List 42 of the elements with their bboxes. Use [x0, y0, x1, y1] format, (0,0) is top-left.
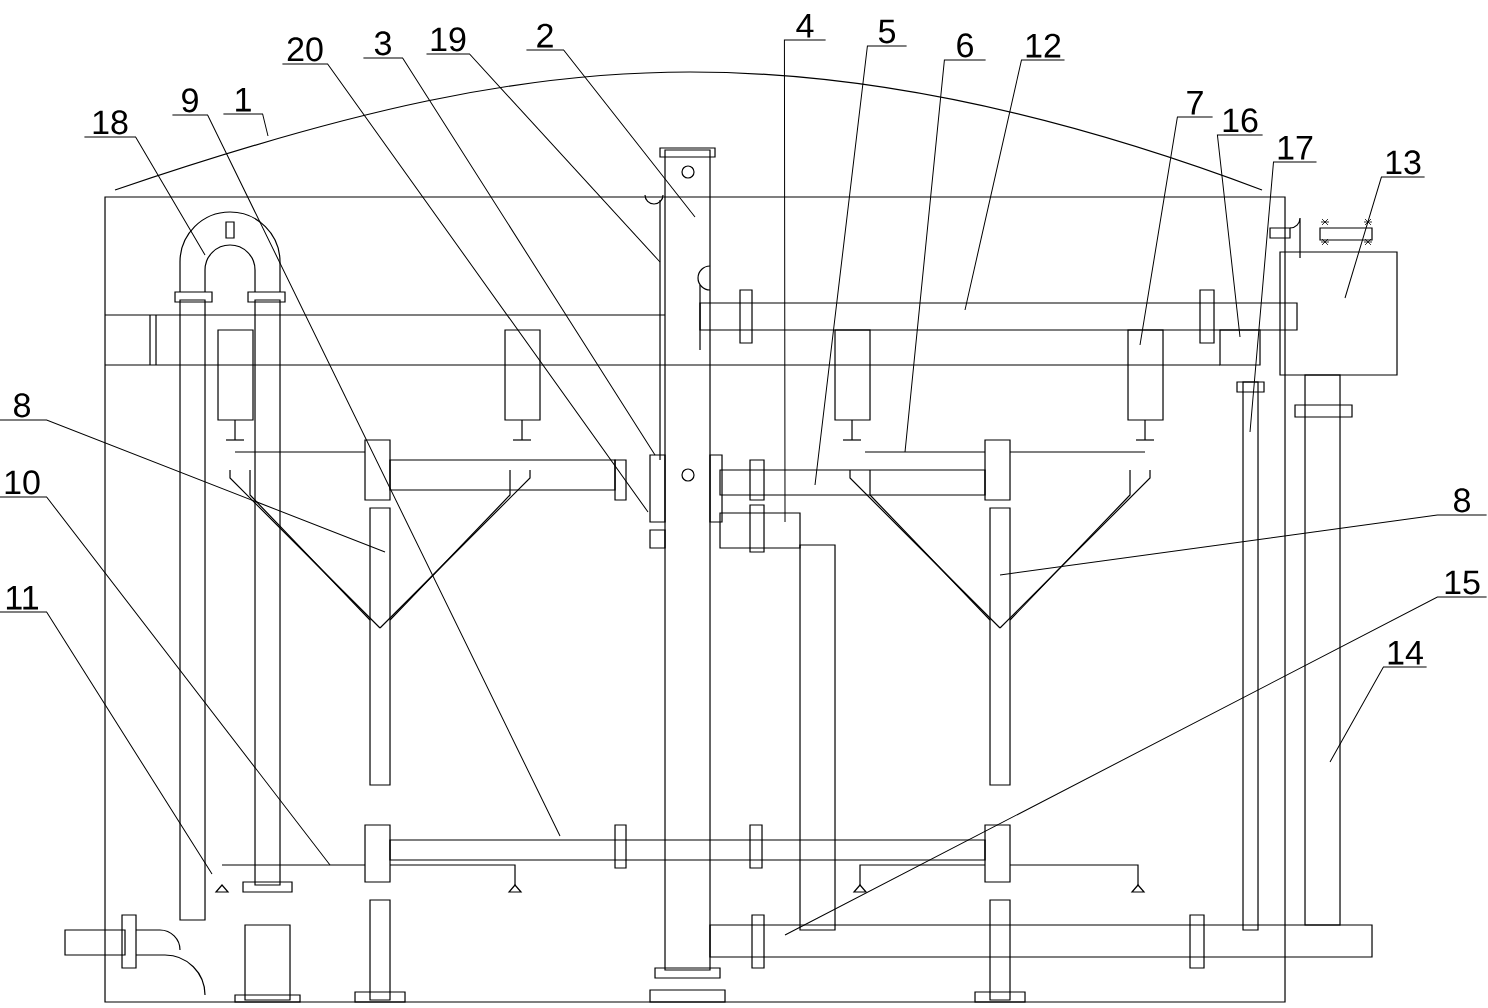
leader-line — [1329, 666, 1428, 763]
leader-line — [222, 113, 269, 137]
callout-number: 1 — [236, 88, 251, 112]
leader-line — [525, 49, 696, 218]
leader-line — [1216, 134, 1264, 338]
callout-number: 18 — [93, 110, 128, 135]
leader-line — [904, 59, 987, 453]
callout-number: 8 — [1454, 488, 1470, 513]
callout-number: 8 — [14, 393, 30, 418]
leader-line — [171, 114, 561, 837]
leader-line — [0, 419, 386, 553]
callout-number: 4 — [796, 14, 814, 38]
leader-line — [281, 63, 649, 513]
callout-number: 13 — [1386, 150, 1421, 175]
callout-number: 6 — [957, 33, 973, 58]
callout-number: 20 — [287, 37, 323, 62]
callout-number: 7 — [1187, 91, 1203, 115]
callout-number: 5 — [878, 19, 896, 44]
callout-number: 17 — [1278, 136, 1313, 160]
callout-number: 10 — [5, 470, 40, 495]
leader-line — [814, 45, 908, 486]
callout-number: 16 — [1223, 108, 1258, 133]
callout-number: 14 — [1388, 641, 1423, 665]
leader-line — [426, 53, 661, 263]
leader-line — [784, 596, 1488, 936]
leader-line — [964, 59, 1065, 311]
leader-line — [1249, 161, 1317, 433]
callout-number: 15 — [1445, 570, 1480, 595]
callout-number: 11 — [6, 586, 38, 610]
leader-line — [0, 496, 331, 866]
leader-line — [999, 514, 1488, 576]
callout-number: 9 — [182, 88, 198, 113]
leader-line — [783, 39, 827, 523]
leader-line — [1139, 116, 1214, 346]
leader-line — [1344, 176, 1426, 299]
callout-number: 2 — [537, 23, 553, 48]
leader-line — [362, 57, 656, 456]
callout-number: 12 — [1026, 33, 1061, 58]
leader-line — [83, 136, 206, 256]
callout-number: 19 — [431, 27, 466, 52]
leader-line — [0, 611, 213, 875]
callout-number: 3 — [374, 31, 391, 56]
